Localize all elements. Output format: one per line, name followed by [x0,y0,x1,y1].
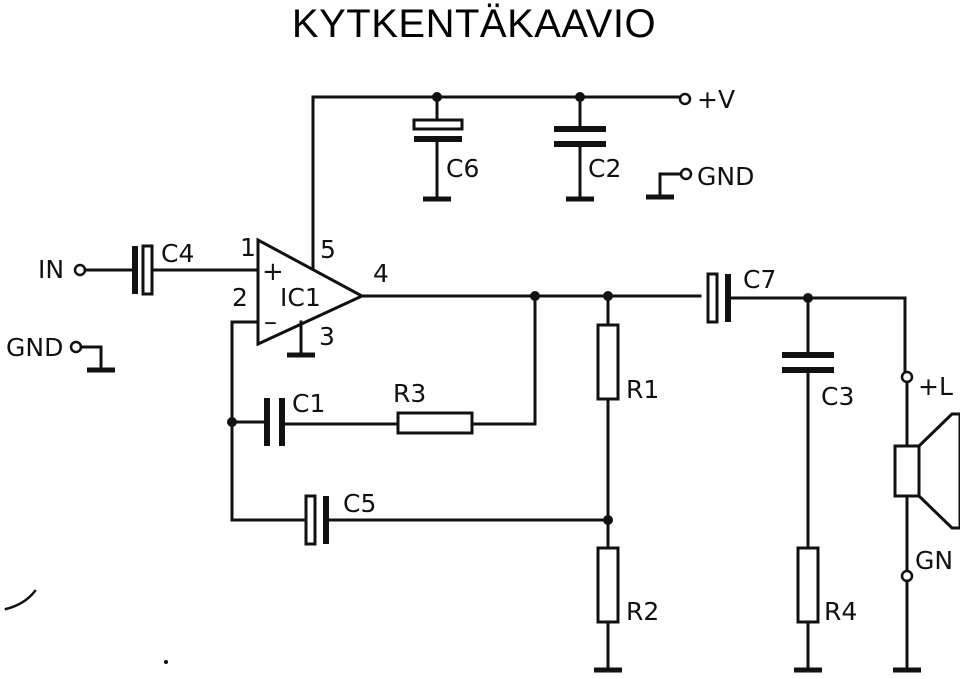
capacitor-c6: C6 [412,95,479,202]
supply-ground-terminal: GND [646,162,754,200]
capacitor-c2: C2 [554,95,621,202]
supply-rail: +V [311,85,735,270]
amplifier-ic1: + – IC1 1 2 3 4 5 [232,233,389,358]
c5-label: C5 [343,489,376,518]
speaker-plus-label: +L [918,372,953,401]
resistor-r2: R2 [594,546,659,673]
ic-pin5: 5 [320,235,336,264]
ic-pin2: 2 [232,283,248,312]
loudspeaker [893,412,960,530]
scan-mark [4,589,37,611]
ic-label: IC1 [280,283,321,312]
c4-label: C4 [161,239,194,268]
capacitor-c1: C1 [264,389,400,446]
input-ground-terminal: GND [6,333,115,373]
r3-label: R3 [393,379,426,408]
ic-minus-sign: – [264,307,277,337]
input-gnd-label: GND [6,333,63,362]
r4-label: R4 [824,597,857,626]
capacitor-c3: C3 [782,296,854,550]
r2-label: R2 [626,597,659,626]
ic-plus-sign: + [262,257,284,287]
c2-label: C2 [588,154,621,183]
capacitor-c7: C7 [706,265,907,324]
input-label: IN [38,255,64,284]
speaker-output: +L GN [893,296,953,673]
c3-label: C3 [821,382,854,411]
c1-label: C1 [292,389,325,418]
ic-pin4: 4 [373,259,389,288]
supply-label: +V [697,85,735,114]
ic-pin3: 3 [319,322,335,351]
resistor-r1: R1 [596,294,659,550]
r1-label: R1 [626,375,659,404]
input-terminal: IN [38,255,134,284]
speaker-gnd-label: GN [915,546,953,575]
c6-label: C6 [446,154,479,183]
capacitor-c4: C4 [132,239,260,296]
scan-dot [164,660,168,664]
supply-gnd-label: GND [697,162,754,191]
resistor-r4: R4 [794,546,857,673]
diagram-title: KYTKENTÄKAAVIO [291,2,657,46]
capacitor-c5: C5 [230,489,613,546]
output-node [360,291,702,426]
ic-pin1: 1 [240,233,256,262]
feedback-network [227,320,266,522]
supply-terminal [678,92,692,106]
c7-label: C7 [743,265,776,294]
resistor-r3: R3 [393,379,537,435]
